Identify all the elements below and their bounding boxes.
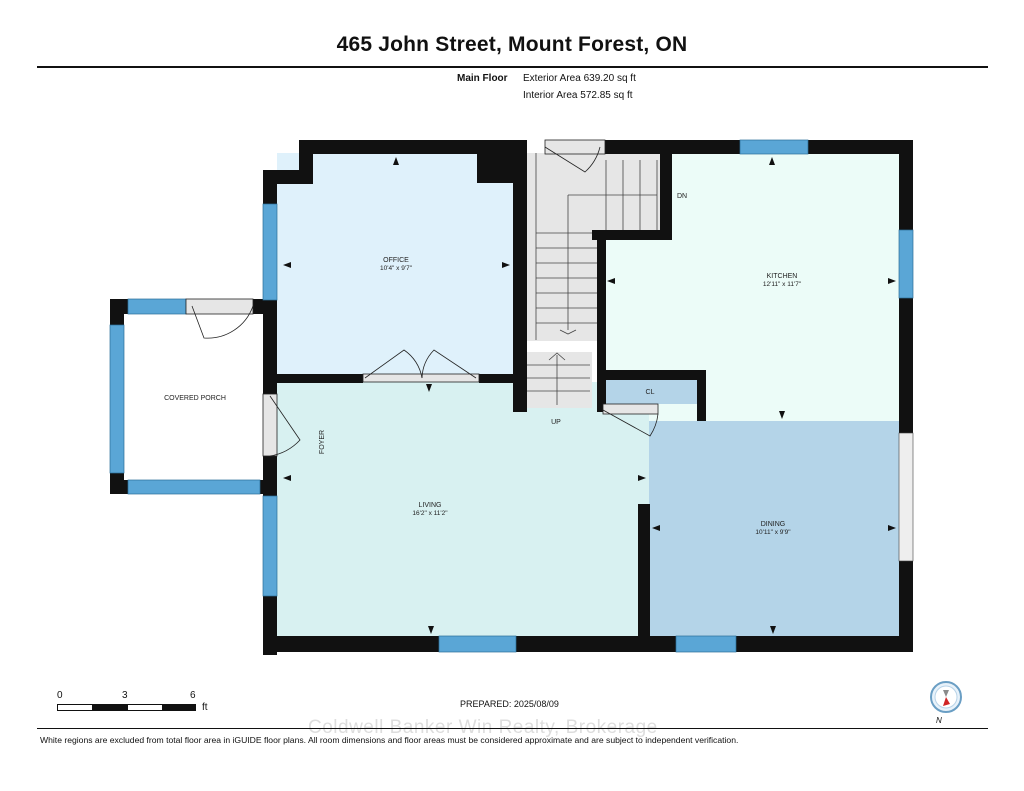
plan-title: 465 John Street, Mount Forest, ON <box>336 33 688 56</box>
office-room <box>277 153 515 375</box>
scale-segment-2 <box>92 704 128 711</box>
title-divider <box>37 66 988 68</box>
sliding-door[interactable] <box>898 432 914 562</box>
door-swings <box>185 139 659 457</box>
dining-room <box>649 421 901 636</box>
kitchen-label: KITCHEN <box>767 273 798 280</box>
scale-bar: 0 3 6 ft <box>57 690 217 720</box>
exterior-area: Exterior Area 639.20 sq ft <box>523 73 636 84</box>
dining-label: DINING <box>761 521 786 528</box>
scale-segment-1 <box>57 704 93 711</box>
office-label: OFFICE <box>383 257 409 264</box>
compass-north-label: N <box>936 716 942 725</box>
windows <box>109 139 914 653</box>
closet-label: CL <box>646 389 655 396</box>
foyer-label: FOYER <box>319 430 326 454</box>
office-dimensions: 10'4" x 9'7" <box>380 265 413 272</box>
prepared-date: PREPARED: 2025/08/09 <box>460 699 559 709</box>
kitchen-dimensions: 12'11" x 11'7" <box>763 281 802 288</box>
scale-segment-3 <box>127 704 163 711</box>
footer-disclaimer: White regions are excluded from total fl… <box>40 735 739 745</box>
interior-area: Interior Area 572.85 sq ft <box>523 90 633 101</box>
scale-label-0: 0 <box>57 690 63 701</box>
dining-dimensions: 10'11" x 9'9" <box>755 529 791 536</box>
dimension-markers <box>283 157 896 634</box>
watermark: Coldwell Banker Win Realty, Brokerage <box>308 717 658 738</box>
living-room <box>277 382 649 636</box>
floor-label: Main Floor <box>457 73 508 84</box>
living-label: LIVING <box>419 502 442 509</box>
stairs-up-label: UP <box>551 419 561 426</box>
scale-label-6: 6 <box>190 690 196 701</box>
stairs <box>520 153 660 408</box>
footer-divider <box>37 728 988 729</box>
scale-label-3: 3 <box>122 690 128 701</box>
covered-porch-label: COVERED PORCH <box>164 395 226 402</box>
living-dimensions: 16'2" x 11'2" <box>412 510 448 517</box>
covered-porch-area <box>125 314 262 480</box>
closet-room <box>603 380 698 404</box>
stairs-down-label: DN <box>677 193 687 200</box>
scale-segment-4 <box>162 704 196 711</box>
compass-icon <box>930 681 962 713</box>
scale-unit: ft <box>202 702 208 713</box>
